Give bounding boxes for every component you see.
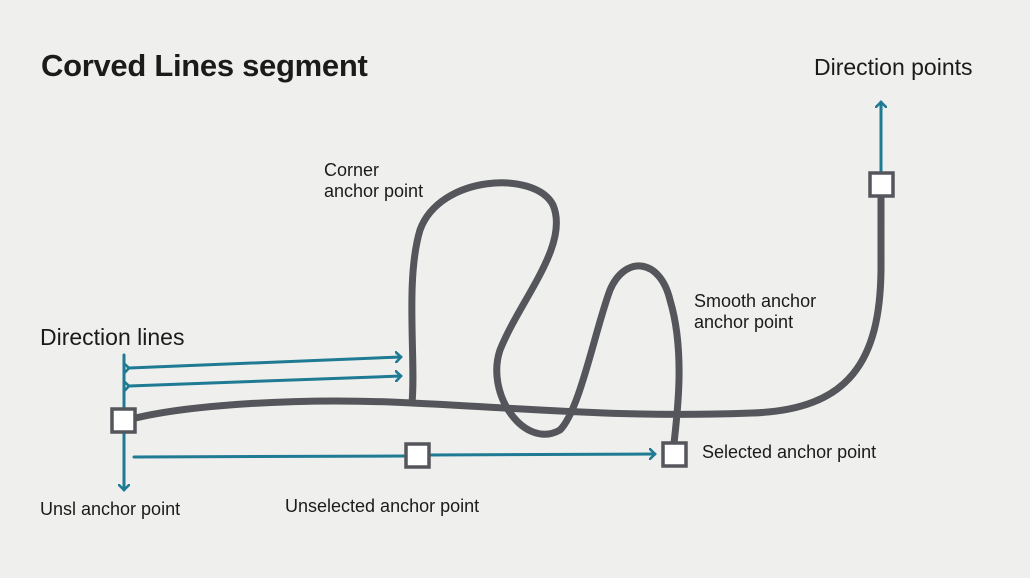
anchor-point-top-right [868,171,895,198]
unsl-anchor-label: Unsl anchor point [40,499,181,519]
direction-line-upper [129,357,403,368]
direction-lines-label: Direction lines [40,324,185,350]
corner-anchor-label-line1: Corner [324,160,380,180]
direction-line-bottom-right [428,454,657,455]
direction-line-bottom-left [132,454,407,459]
anchor-point-left [110,407,137,434]
corner-anchor-label-line2: anchor point [324,181,424,201]
direction-points-label: Direction points [814,54,973,80]
curved-path [120,179,885,456]
smooth-anchor-label: Smooth anchor anchor point [694,291,816,333]
anchor-point-selected [661,441,688,468]
smooth-anchor-label-line1: Smooth anchor [694,291,817,311]
corner-anchor-label: Corner anchor point [324,160,423,202]
smooth-anchor-label-line2: anchor point [694,312,794,332]
anchor-point-unselected [404,442,431,469]
unselected-anchor-label: Unselected anchor point [285,496,480,516]
diagram-title: Corved Lines segment [41,48,368,83]
selected-anchor-label: Selected anchor point [702,442,877,462]
direction-line-lower [129,376,403,386]
